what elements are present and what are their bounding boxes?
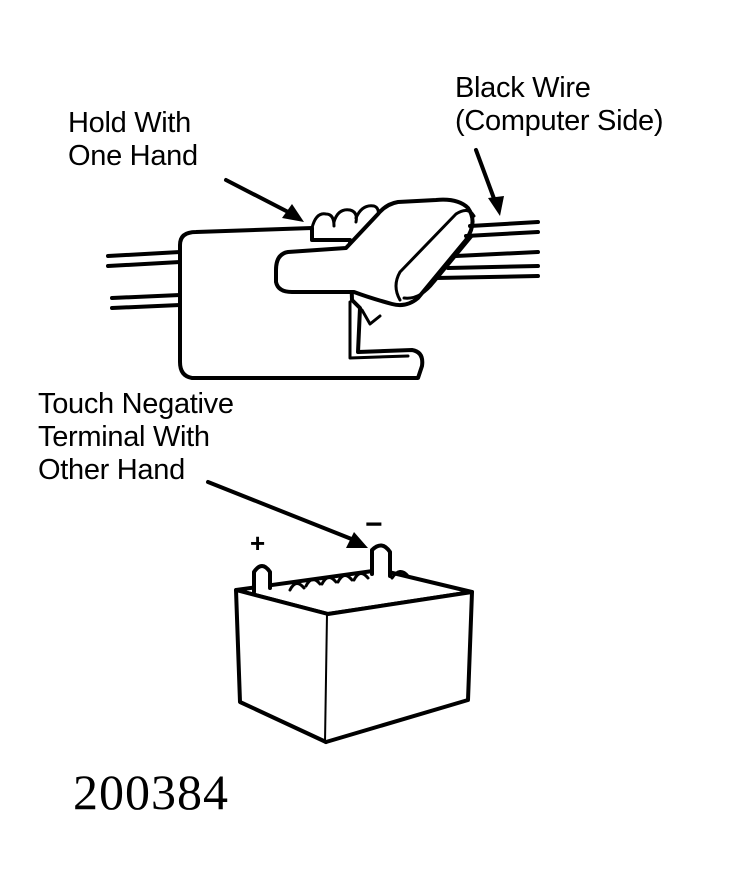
connector-notch [348,300,410,360]
touch-negative-label: Touch Negative Terminal With Other Hand [38,388,234,487]
left-wires [106,250,182,310]
battery-front [234,588,330,744]
touch-label-line-1: Touch Negative [38,388,234,420]
connector-body [178,226,425,380]
touch-arrow [206,480,356,542]
hold-with-one-hand-label: Hold With One Hand [68,107,198,173]
touch-label-line-2: Terminal With [38,421,210,453]
touch-label-line-3: Other Hand [38,454,185,486]
figure-number: 200384 [73,764,229,820]
hold-label-line-2: One Hand [68,140,198,172]
positive-post [252,564,272,594]
black-wire-label-line-1: Black Wire [455,72,591,104]
right-wires [434,220,540,280]
battery [234,543,474,744]
negative-post [370,543,392,578]
connector-latch [274,197,475,308]
black-wire-label-line-2: (Computer Side) [455,105,664,137]
black-wire-arrowhead [488,196,504,216]
hold-arrow [224,178,294,216]
battery-side [324,590,474,744]
hold-label-line-1: Hold With [68,107,191,139]
black-wire-label: Black Wire (Computer Side) [455,72,664,138]
hold-arrowhead [282,204,304,222]
cell-caps [288,570,410,592]
black-wire-arrow [474,148,498,206]
leader-arrows [206,148,498,542]
positive-terminal-sign: + [250,528,266,558]
touch-arrowhead [346,532,368,548]
negative-terminal-sign: − [365,508,383,541]
